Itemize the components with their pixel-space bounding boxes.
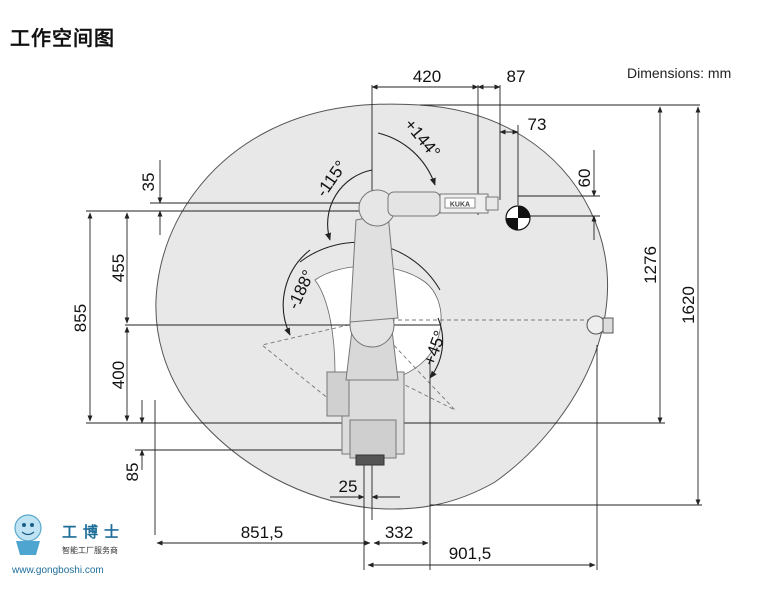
dim-420: 420	[413, 67, 441, 86]
arc-minus188	[282, 249, 311, 336]
dim-35: 35	[139, 173, 158, 192]
watermark-name: 工博士	[62, 523, 125, 541]
dim-1276: 1276	[641, 246, 660, 284]
dim-332: 332	[385, 523, 413, 542]
units-label: Dimensions: mm	[627, 65, 731, 81]
wrist-at-reach	[586, 315, 614, 335]
robot-arm	[326, 189, 499, 466]
dim-85: 85	[123, 463, 142, 482]
dim-851-5: 851,5	[241, 523, 284, 542]
dim-87: 87	[507, 67, 526, 86]
arc-plus45	[429, 317, 444, 379]
dim-400: 400	[109, 361, 128, 389]
dim-25: 25	[339, 477, 358, 496]
dim-1620: 1620	[679, 286, 698, 324]
watermark: 工博士 智能工厂服务商 www.gongboshi.com	[11, 514, 125, 576]
page-title: 工作空间图	[10, 26, 115, 50]
arc-plus144	[377, 132, 436, 186]
dim-901-5: 901,5	[449, 544, 492, 563]
watermark-url: www.gongboshi.com	[11, 565, 104, 576]
robot-brand-label: KUKA	[450, 202, 470, 209]
watermark-tagline: 智能工厂服务商	[62, 545, 118, 555]
arc-minus115	[325, 169, 373, 241]
dim-855: 855	[71, 304, 90, 332]
dim-60: 60	[575, 169, 594, 188]
mascot-icon	[14, 514, 42, 542]
dim-73: 73	[528, 115, 547, 134]
center-of-gravity-marker	[505, 205, 531, 231]
dim-455: 455	[109, 254, 128, 282]
